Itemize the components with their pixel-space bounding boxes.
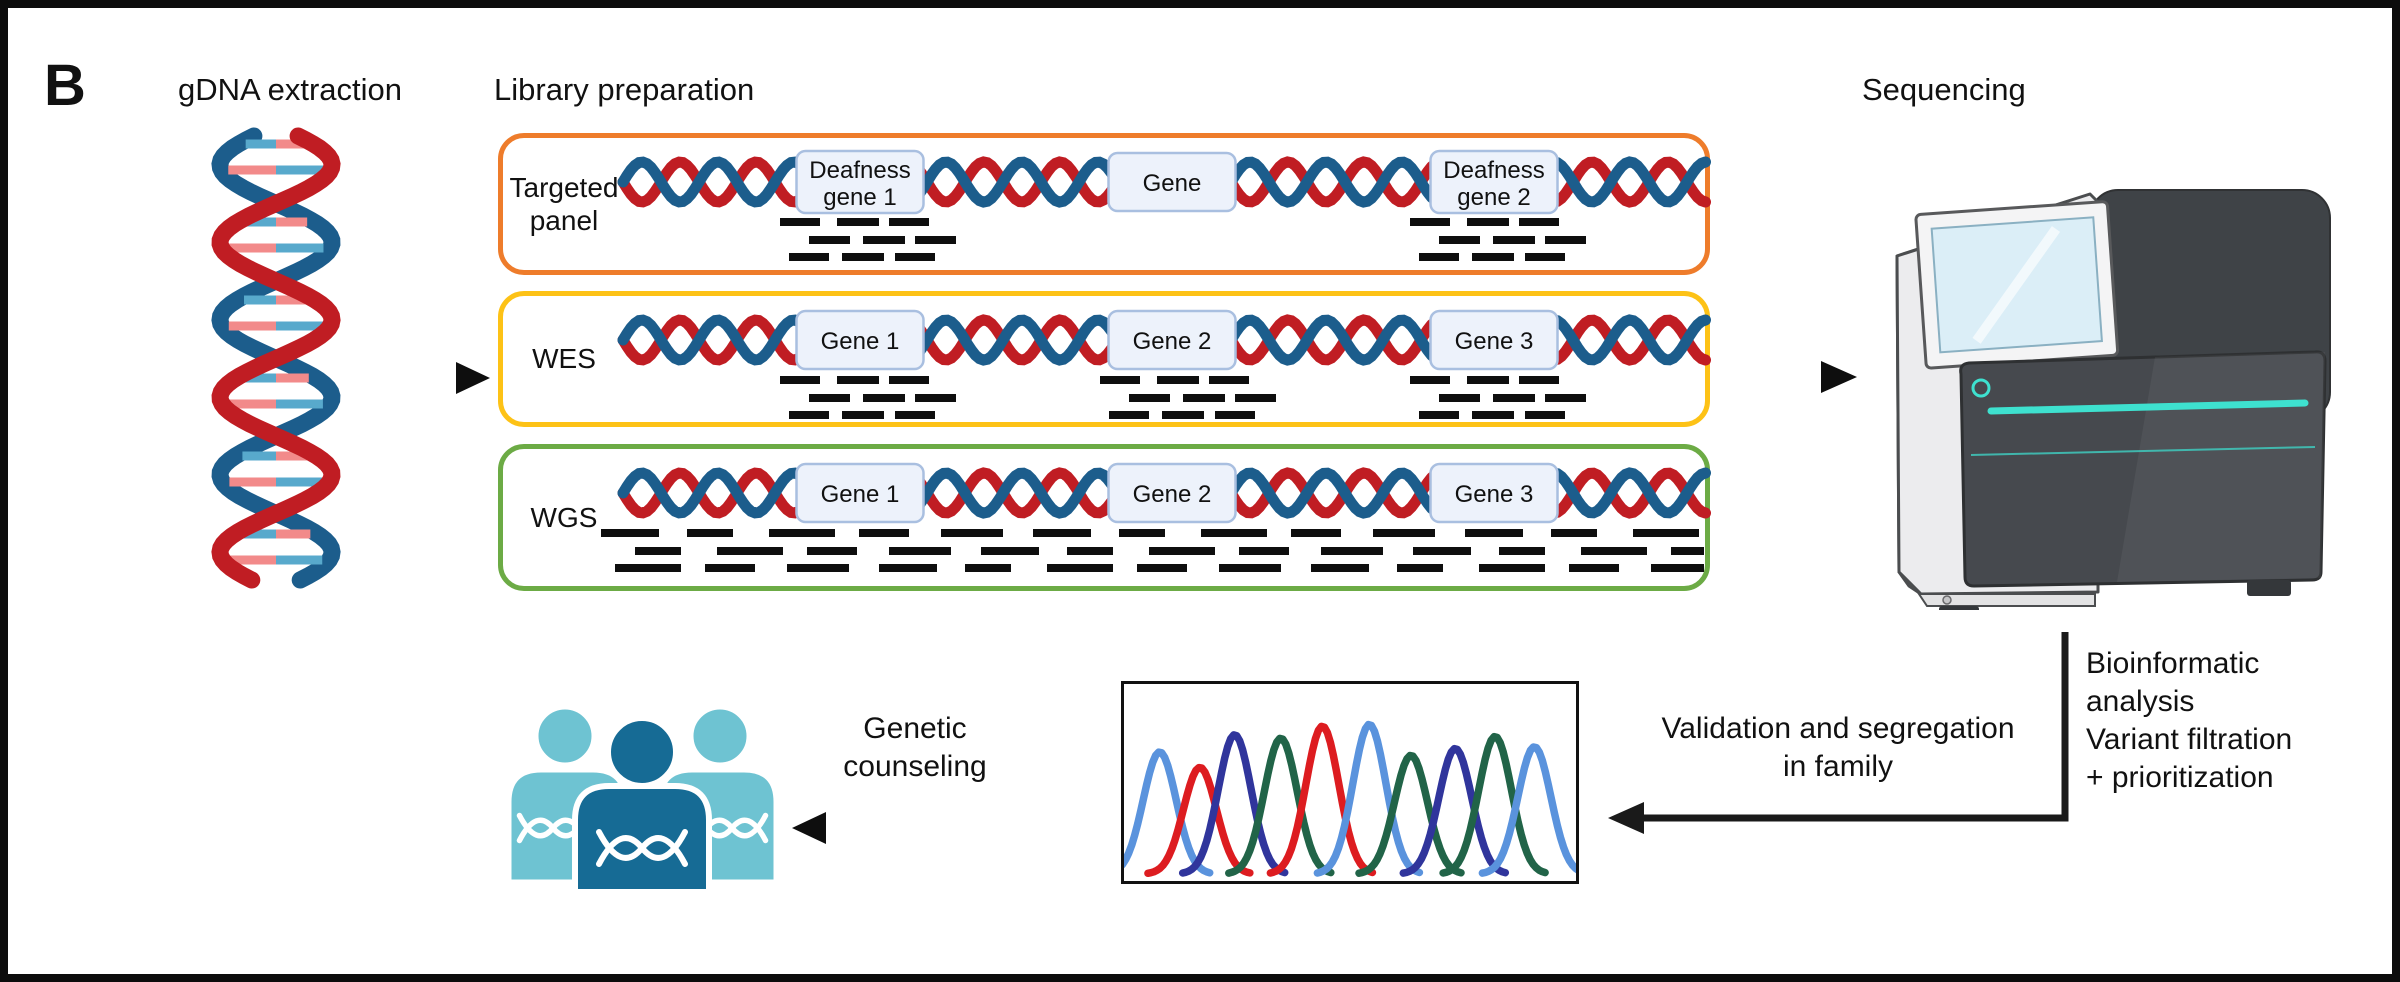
svg-text:Gene 2: Gene 2: [1133, 328, 1212, 355]
chromatogram-box: [1121, 681, 1579, 884]
family-with-dna-icon: [506, 704, 779, 894]
wgs-dna-strip: Gene 1 Gene 2 Gene 3: [601, 462, 1711, 572]
gdna-extraction-title: gDNA extraction: [178, 72, 402, 107]
validation-segregation-text: Validation and segregation in family: [1661, 712, 2015, 783]
svg-text:Gene 1: Gene 1: [821, 328, 900, 355]
svg-text:Gene 3: Gene 3: [1455, 481, 1534, 508]
wgs-panel-box: WGS Gene 1 Gene 2 Gene 3: [498, 444, 1711, 591]
sanger-trace: [1124, 720, 1576, 878]
svg-text:Gene 1: Gene 1: [821, 481, 900, 508]
bioinformatic-analysis-text: Bioinformatic analysis Variant filtratio…: [2086, 647, 2293, 794]
svg-text:Gene 3: Gene 3: [1455, 328, 1534, 355]
wes-label: WES: [532, 343, 596, 375]
sequencing-title: Sequencing: [1862, 72, 2026, 107]
targeted-panel-label: Targeted panel: [509, 171, 619, 236]
arrow-gdna-to-library: [342, 362, 490, 394]
wgs-label: WGS: [530, 501, 598, 533]
svg-text:Gene 2: Gene 2: [1133, 481, 1212, 508]
wes-panel-box: WES Gene 1 Gene 2 Gene 3: [498, 291, 1711, 427]
figure-panel-letter: B: [44, 53, 86, 118]
dna-double-helix-icon: [211, 127, 341, 589]
arrow-sequencer-to-validation: [1608, 632, 2069, 834]
svg-text:Gene: Gene: [1143, 170, 1202, 197]
wes-dna-strip: Gene 1 Gene 2 Gene 3: [617, 309, 1711, 419]
ngs-sequencer-machine-icon: [1895, 189, 2331, 610]
library-preparation-title: Library preparation: [494, 72, 755, 107]
arrow-chromatogram-to-counseling: [792, 812, 1125, 844]
genetic-counseling-text: Genetic counseling: [843, 712, 987, 783]
arrow-library-to-sequencer: [1715, 361, 1857, 393]
